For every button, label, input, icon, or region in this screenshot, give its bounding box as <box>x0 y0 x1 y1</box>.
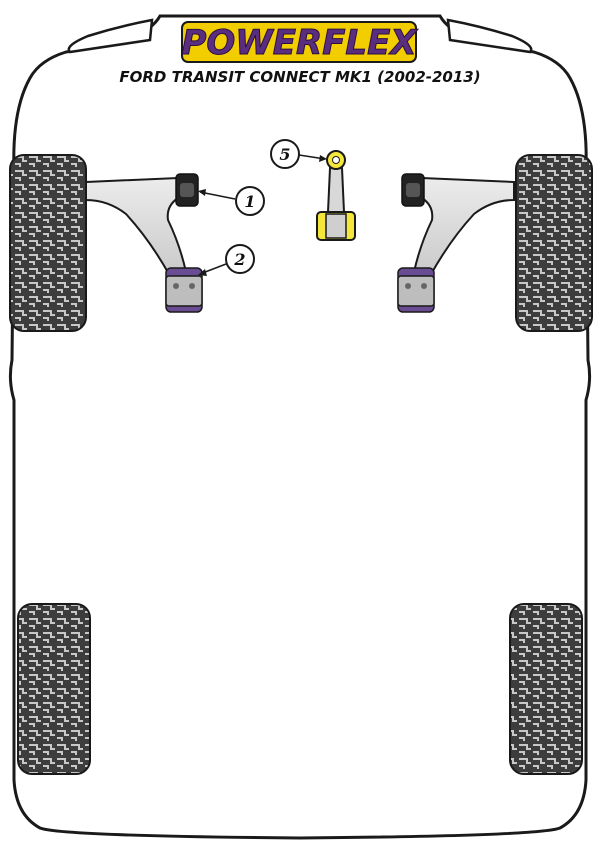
front-right-rear-bush <box>397 267 435 313</box>
rear-right-tyre <box>509 603 583 775</box>
front-left-rear-bush <box>165 267 203 313</box>
right-mirror <box>446 18 533 54</box>
rear-left-tyre <box>17 603 91 775</box>
car-body-outline <box>8 14 592 840</box>
callout-1: 1 <box>198 186 265 216</box>
front-right-tyre <box>515 154 593 332</box>
callout-1-label: 1 <box>244 192 255 211</box>
front-right-front-bush <box>401 173 425 207</box>
engine-mount-link <box>316 150 356 241</box>
model-title: FORD TRANSIT CONNECT MK1 (2002-2013) <box>119 68 480 86</box>
callout-5-label: 5 <box>279 145 290 164</box>
callout-5: 5 <box>270 139 327 169</box>
callout-2-label: 2 <box>233 250 245 269</box>
left-mirror <box>67 18 154 54</box>
powerflex-logo: POWERFLEX <box>181 21 419 64</box>
logo-text: POWERFLEX <box>181 23 418 63</box>
callout-2: 2 <box>198 244 255 276</box>
front-left-tyre <box>9 154 87 332</box>
front-left-front-bush <box>175 173 199 207</box>
